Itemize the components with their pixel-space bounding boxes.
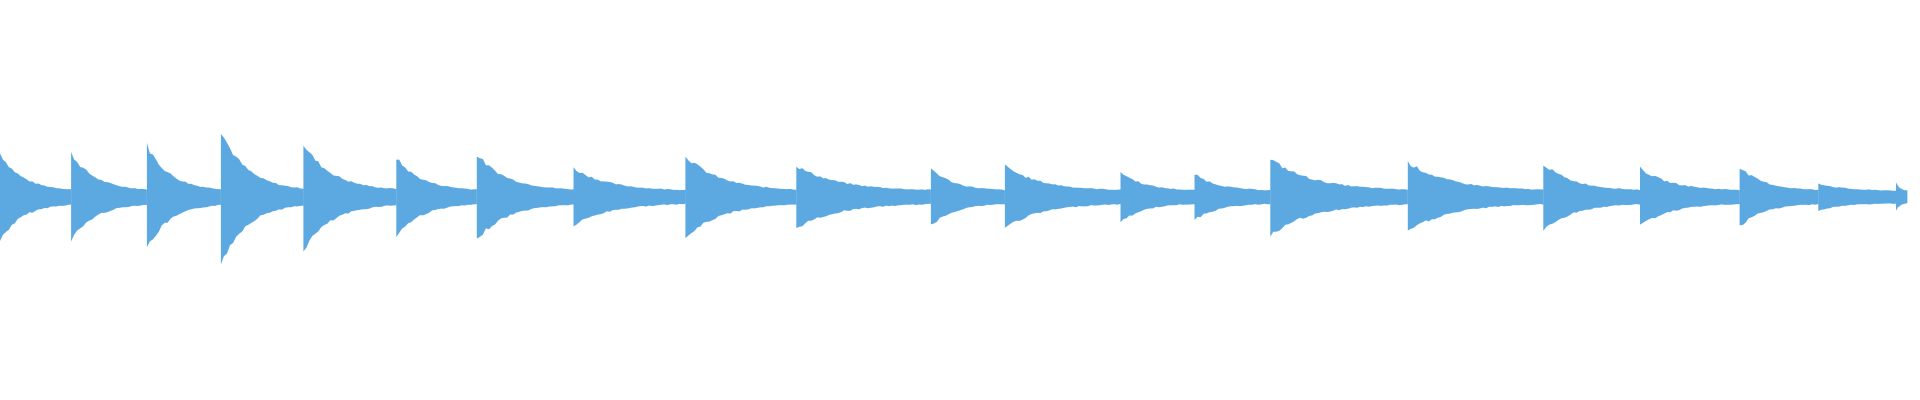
waveform-segment [303, 145, 397, 252]
waveform-segment [146, 142, 221, 248]
waveform-segment [573, 167, 686, 227]
waveform-segment [1818, 183, 1896, 211]
waveform-segment [796, 166, 931, 229]
waveform-segment [220, 134, 304, 265]
waveform-segment [71, 151, 147, 242]
waveform-segment [1739, 168, 1819, 226]
waveform-segment [1194, 174, 1271, 220]
waveform-segment [396, 159, 477, 238]
waveform-segment [1004, 164, 1121, 228]
waveform-segment [1896, 182, 1908, 211]
waveform-segment [685, 156, 797, 239]
waveform-segment [0, 153, 72, 241]
waveform-segment [1543, 165, 1640, 231]
waveform-segment [1640, 166, 1740, 225]
waveform-segment [1270, 159, 1408, 237]
waveform-segment [930, 168, 1005, 225]
waveform-segment [476, 156, 574, 239]
waveform-segment [1120, 172, 1195, 223]
waveform-segment [1407, 161, 1544, 231]
